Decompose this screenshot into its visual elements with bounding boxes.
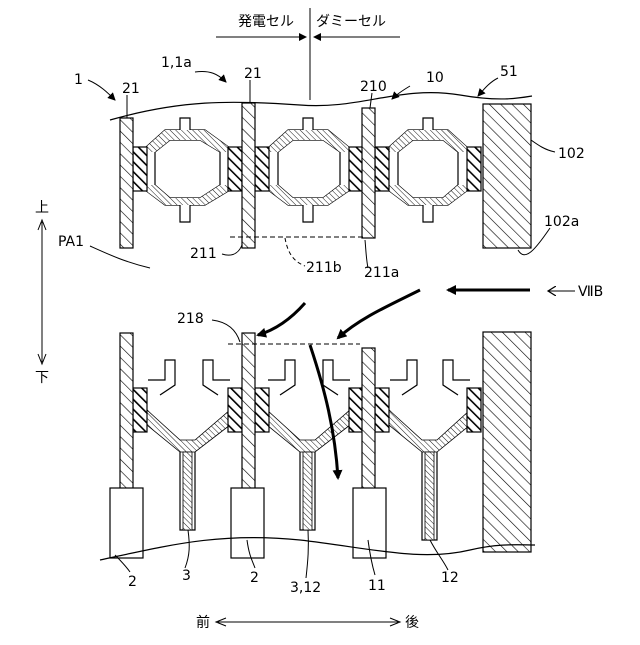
view-marker-label: ⅦB — [578, 284, 603, 300]
header-dummy-cell-label: ダミーセル — [316, 14, 386, 30]
ref-label-2-center: 2 — [250, 570, 259, 586]
horizontal-direction-indicator — [216, 618, 400, 626]
ref-label-11: 11 — [368, 578, 386, 594]
ref-label-211a: 211a — [364, 265, 399, 281]
ref-label-102: 102 — [558, 146, 585, 162]
ref-label-2-left: 2 — [128, 574, 137, 590]
upper-gaskets — [133, 147, 481, 191]
ref-label-218: 218 — [177, 311, 204, 327]
ref-label-3-12: 3,12 — [290, 580, 321, 596]
ref-label-12: 12 — [441, 570, 459, 586]
ref-label-102a: 102a — [544, 214, 579, 230]
upper-assembly — [110, 93, 532, 248]
ref-label-1: 1 — [74, 72, 83, 88]
upper-break-line — [110, 93, 532, 120]
ref-label-10: 10 — [426, 70, 444, 86]
ref-label-21-left: 21 — [122, 81, 140, 97]
upper-separator-plates — [120, 103, 375, 248]
direction-down-label: 下 — [35, 370, 49, 386]
direction-front-label: 前 — [196, 614, 210, 631]
lower-end-plate — [483, 332, 531, 552]
lower-gaskets — [133, 388, 481, 432]
ref-label-1-1a: 1,1a — [161, 55, 192, 71]
ref-label-211: 211 — [190, 246, 217, 262]
ref-label-21-center: 21 — [244, 66, 262, 82]
ref-label-51: 51 — [500, 64, 518, 80]
upper-end-plate-102 — [483, 104, 531, 248]
ref-label-210: 210 — [360, 79, 387, 95]
ref-label-pa1: PA1 — [58, 234, 84, 250]
direction-up-label: 上 — [35, 200, 49, 216]
vertical-direction-indicator — [38, 220, 46, 364]
header-power-cell-label: 発電セル — [238, 14, 294, 30]
direction-back-label: 後 — [405, 615, 419, 631]
ref-label-3: 3 — [182, 568, 191, 584]
ref-label-211b: 211b — [306, 260, 342, 276]
upper-hex-fill — [145, 130, 468, 205]
lower-break-line — [100, 538, 535, 560]
